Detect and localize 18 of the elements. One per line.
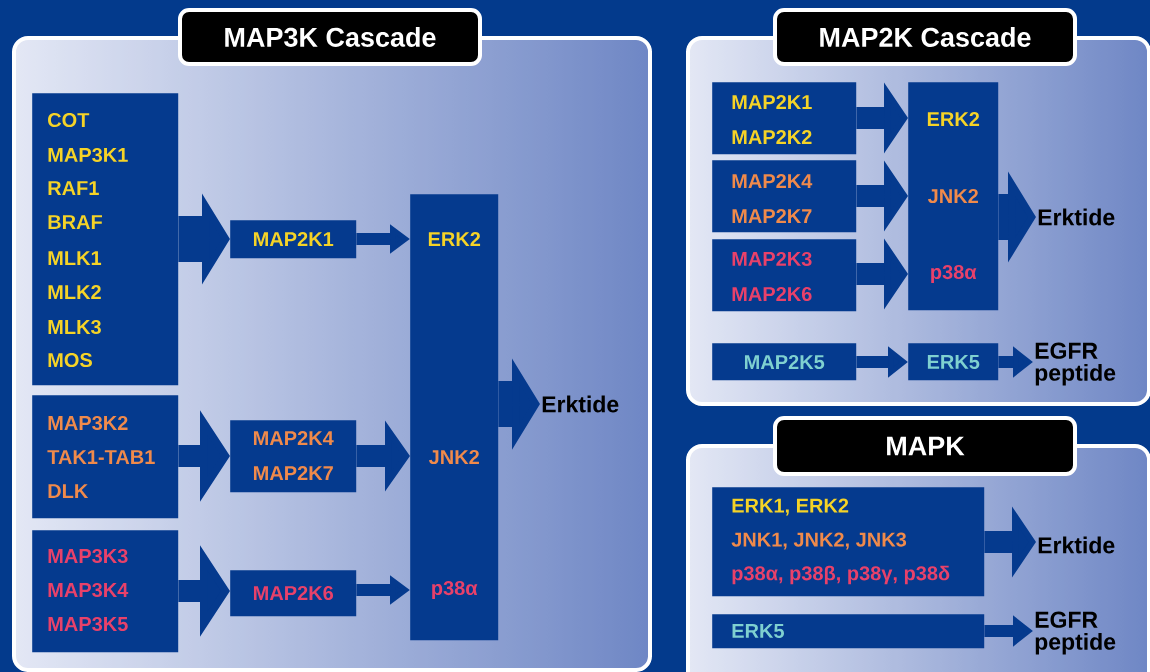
kinase-box: COT MAP3K1 RAF1 BRAF MLK1 MLK2 MLK3 MOS [32,93,179,386]
title-tab: MAP3K Cascade [178,8,482,66]
substrate-label: Erktide [1038,536,1115,554]
kinase-box: MAP2K5 [712,343,857,381]
kinase-box: MAP3K3 MAP3K4 MAP3K5 [32,530,179,653]
kinase-box: MAP2K3 MAP2K6 [712,239,857,312]
substrate-label: Erktide [542,395,619,413]
substrate-label: EGFR peptide [1035,611,1116,655]
kinase-box: MAP2K6 [230,570,357,617]
title-tab: MAP2K Cascade [773,8,1077,66]
kinase-box: MAP2K1 MAP2K2 [712,82,857,155]
kinase-box: MAP2K4 MAP2K7 [712,160,857,233]
kinase-box: ERK1, ERK2 JNK1, JNK2, JNK3 p38α, p38β, p38γ, p38δ [712,487,985,597]
kinase-box: MAP3K2 TAK1-TAB1 DLK [32,395,179,519]
substrate-label: EGFR peptide [1035,342,1116,386]
kinase-box: ERK5 [712,614,985,649]
substrate-label: Erktide [1038,208,1115,226]
title-tab: MAPK [773,416,1077,476]
